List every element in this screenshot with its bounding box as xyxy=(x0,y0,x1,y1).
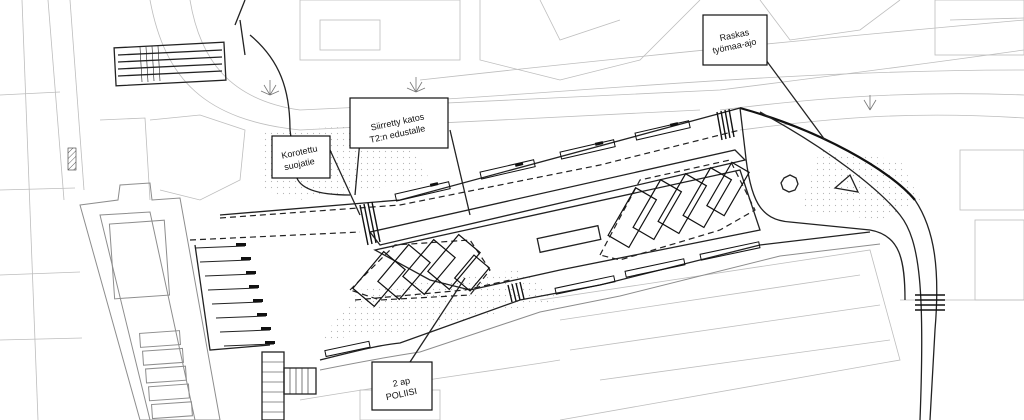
left-building-rooms xyxy=(139,330,193,420)
callout-raskas: Raskas työmaa-ajo xyxy=(702,14,826,141)
tree-symbols xyxy=(260,77,877,111)
triangle-island xyxy=(833,173,860,193)
lower-shelters xyxy=(324,241,761,358)
footpath-line xyxy=(249,34,351,196)
callout-korotettu: Korotettu suojatie xyxy=(271,135,361,216)
callout-poliisi-line1: 2 ap xyxy=(392,375,411,388)
left-bus-bays xyxy=(194,243,275,351)
crossing-left xyxy=(359,201,381,246)
pedestrian-crossings xyxy=(359,108,945,311)
callout-siirretty: Siirretty katos T2:n edustalle xyxy=(349,97,471,216)
top-stair-structure xyxy=(113,0,246,87)
callout-poliisi: 2 ap POLIISI xyxy=(371,277,466,411)
crossing-bottom xyxy=(507,281,525,303)
crossing-right xyxy=(915,294,945,311)
angled-bus-bays-middle xyxy=(348,233,491,308)
bottom-stair xyxy=(261,351,317,420)
left-building xyxy=(67,147,221,420)
crossing-top xyxy=(716,108,735,141)
angled-bus-bays-right xyxy=(599,159,756,261)
upper-shelters xyxy=(394,120,691,202)
bus-terminal-platform xyxy=(189,106,938,420)
octagon-marker xyxy=(780,174,799,193)
